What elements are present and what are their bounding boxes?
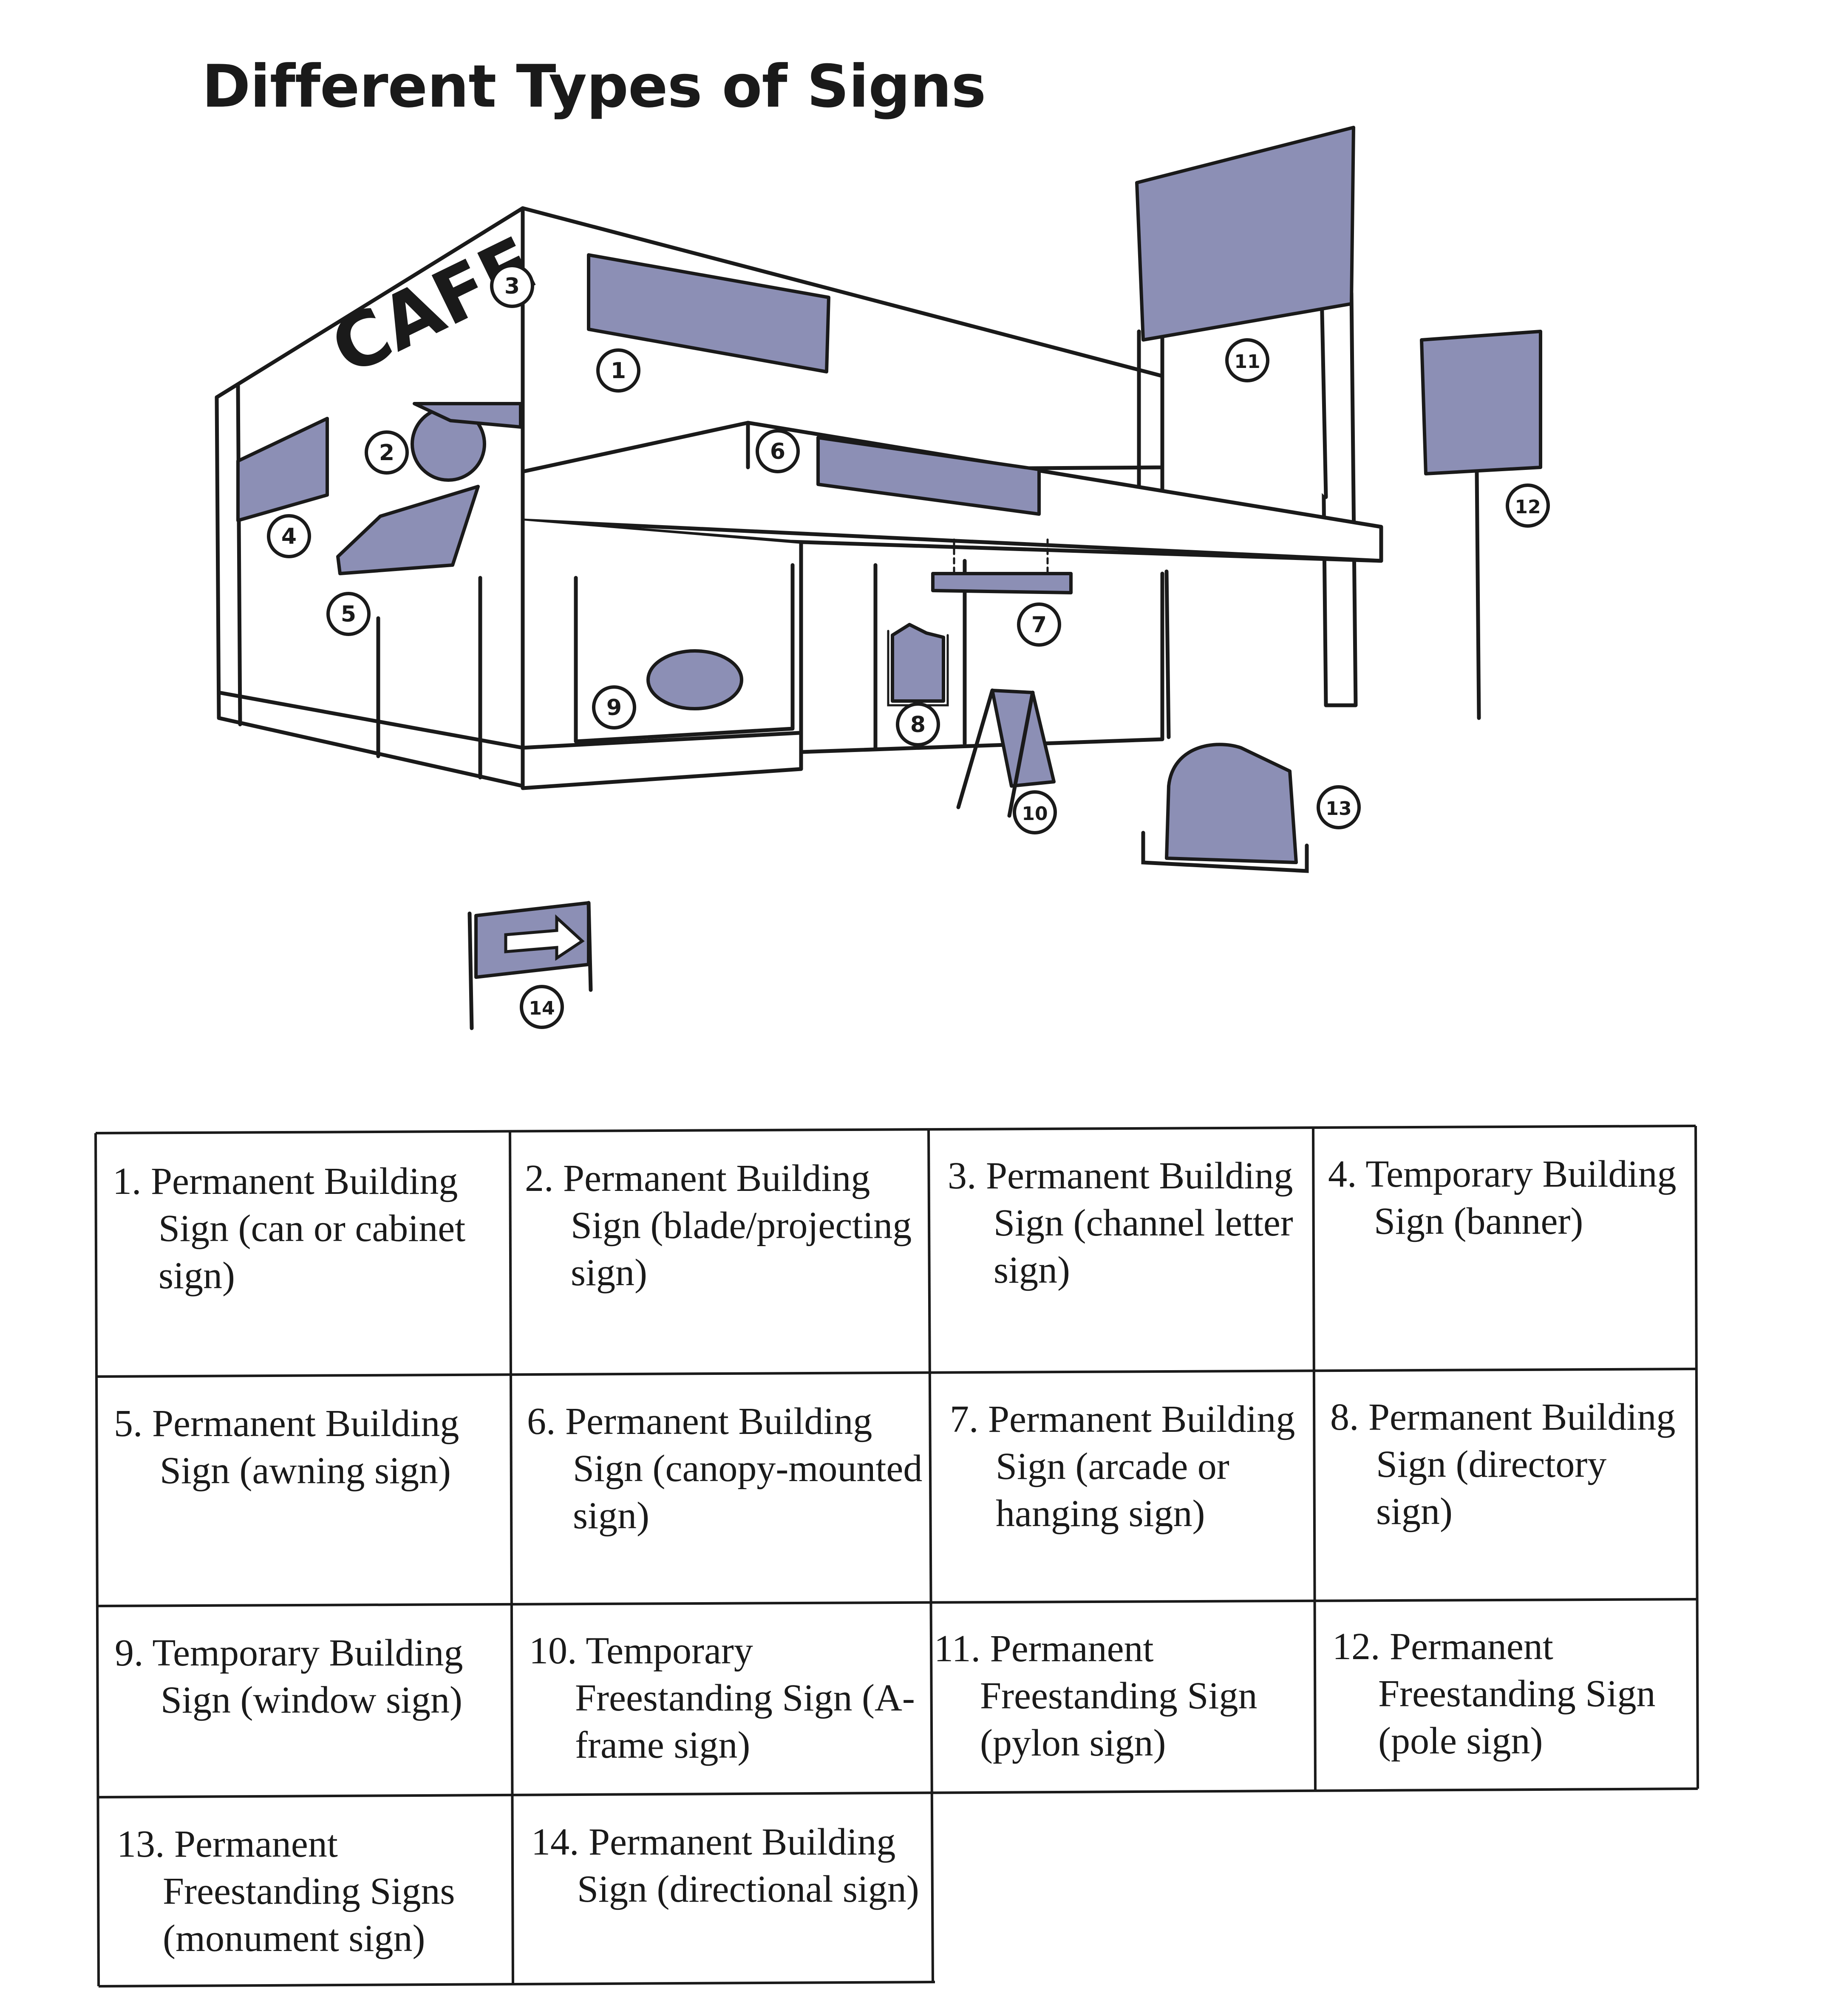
awning-sign <box>336 485 480 575</box>
callout-5-label: 5 <box>341 602 356 627</box>
callout-10-label: 10 <box>1022 803 1048 825</box>
directional-posts <box>467 901 593 1030</box>
legend-cell-11: 11. Permanent Freestanding Sign (pylon s… <box>934 1625 1308 1787</box>
callout-7-icon <box>1017 602 1061 647</box>
callout-4-icon <box>267 514 311 558</box>
callout-5-icon <box>326 592 371 636</box>
column-right <box>1164 569 1171 739</box>
hanging-sign-wires <box>953 538 1049 575</box>
legend-item-5: 5. Permanent Building Sign (awning sign) <box>114 1402 459 1492</box>
callout-9-label: 9 <box>606 695 622 721</box>
blade-bracket <box>413 402 522 429</box>
building-left-door <box>376 576 482 780</box>
page-title: Different Types of Signs <box>202 52 986 121</box>
legend-item-4: 4. Temporary Building Sign (banner) <box>1328 1153 1677 1242</box>
callout-13-icon <box>1317 785 1361 829</box>
directional-arrow <box>504 914 585 961</box>
building-left-base <box>217 690 525 750</box>
legend-item-1: 1. Permanent Building Sign (can or cabin… <box>113 1160 466 1297</box>
legend-cell-2: 2. Permanent Building Sign (blade/projec… <box>525 1155 924 1367</box>
building-left-wall-corner <box>236 382 242 727</box>
callout-14-label: 14 <box>529 998 555 1019</box>
pylon-frame <box>1137 291 1358 707</box>
window-sign <box>646 649 743 710</box>
callout-14-icon <box>520 985 564 1029</box>
callout-12-icon <box>1506 484 1550 528</box>
monument-sign <box>1165 743 1298 864</box>
cabinet-sign <box>587 253 830 373</box>
legend-cell-6: 6. Permanent Building Sign (canopy-mount… <box>527 1398 926 1598</box>
legend-item-13: 13. Permanent Freestanding Signs (monume… <box>117 1823 455 1959</box>
callout-1-icon <box>596 348 640 393</box>
callout-3-label: 3 <box>504 274 520 299</box>
legend-item-12: 12. Permanent Freestanding Sign (pole si… <box>1332 1626 1656 1762</box>
legend-cell-1: 1. Permanent Building Sign (can or cabin… <box>113 1158 504 1370</box>
pole-sign <box>1420 330 1542 475</box>
building-lower-front <box>521 518 803 790</box>
legend-item-14: 14. Permanent Building Sign (directional… <box>531 1821 919 1910</box>
legend-cell-9: 9. Temporary Building Sign (window sign) <box>115 1629 506 1791</box>
callout-10-icon <box>1013 790 1057 834</box>
callout-1-label: 1 <box>611 358 626 384</box>
legend-cell-5: 5. Permanent Building Sign (awning sign) <box>114 1400 505 1600</box>
pole-sign-post <box>1475 469 1481 720</box>
directory-sign <box>891 623 945 703</box>
callout-8-icon <box>896 702 940 746</box>
legend-cell-13: 13. Permanent Freestanding Signs (monume… <box>117 1821 508 1982</box>
legend-cell-4: 4. Temporary Building Sign (banner) <box>1328 1151 1689 1363</box>
legend-item-8: 8. Permanent Building Sign (directory si… <box>1330 1396 1676 1532</box>
hanging-sign <box>931 572 1073 594</box>
legend-cell-12: 12. Permanent Freestanding Sign (pole si… <box>1332 1623 1694 1784</box>
legend-cell-10: 10. Temporary Freestanding Sign (A-frame… <box>529 1627 926 1789</box>
banner-sign <box>236 417 329 522</box>
callout-12-label: 12 <box>1515 496 1541 518</box>
legend-item-9: 9. Temporary Building Sign (window sign) <box>115 1632 463 1721</box>
callout-9-icon <box>592 685 636 729</box>
legend-item-10: 10. Temporary Freestanding Sign (A-frame… <box>529 1630 915 1766</box>
window-frame <box>574 563 795 744</box>
canopy-mounted-sign <box>816 436 1041 516</box>
callout-4-label: 4 <box>281 524 297 549</box>
callout-11-icon <box>1225 338 1269 382</box>
legend-cell-3: 3. Permanent Building Sign (channel lett… <box>948 1152 1305 1365</box>
legend-item-7: 7. Permanent Building Sign (arcade or ha… <box>950 1398 1295 1535</box>
monument-base <box>1141 831 1309 873</box>
callout-6-icon <box>756 429 800 473</box>
legend-cell-14: 14. Permanent Building Sign (directional… <box>531 1818 929 1980</box>
callout-6-label: 6 <box>770 439 785 464</box>
building-lower-base <box>521 731 801 750</box>
legend-item-3: 3. Permanent Building Sign (channel lett… <box>948 1155 1293 1291</box>
callout-8-label: 8 <box>910 712 926 738</box>
callout-2-icon <box>365 430 409 475</box>
callout-13-label: 13 <box>1326 798 1351 820</box>
legend-item-11: 11. Permanent Freestanding Sign (pylon s… <box>934 1628 1258 1764</box>
callout-3-icon <box>490 264 534 308</box>
building-front-wall <box>521 206 1164 474</box>
callout-2-label: 2 <box>379 440 394 466</box>
legend-item-6: 6. Permanent Building Sign (canopy-mount… <box>527 1400 923 1537</box>
callout-7-label: 7 <box>1031 612 1047 638</box>
legend-item-2: 2. Permanent Building Sign (blade/projec… <box>525 1157 912 1294</box>
callout-11-label: 11 <box>1234 351 1260 373</box>
legend-cell-7: 7. Permanent Building Sign (arcade or ha… <box>950 1396 1307 1595</box>
a-frame-legs <box>956 688 1035 818</box>
building-illustration: CAFE 1 2 3 4 5 6 7 8 9 <box>215 126 1550 1030</box>
pylon-sign <box>1135 126 1355 342</box>
legend-cell-8: 8. Permanent Building Sign (directory si… <box>1330 1394 1691 1593</box>
